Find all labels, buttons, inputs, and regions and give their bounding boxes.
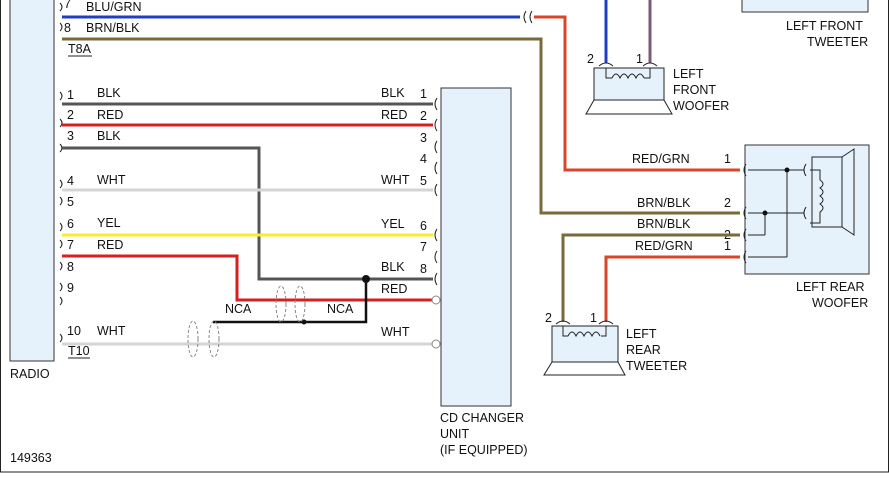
cd-pin-2-wire: RED — [381, 108, 407, 122]
rear-woofer-pin-2b-wire: BRN/BLK — [637, 217, 691, 231]
radio-pin-5-number: 5 — [67, 195, 74, 209]
cd-pin-5-wire: WHT — [381, 173, 410, 187]
radio-pin-3-wire: BLK — [97, 129, 121, 143]
cd-pin-1-wire: BLK — [381, 86, 405, 100]
cd-pin-3-number: 3 — [420, 131, 427, 145]
radio-top-pin-7-number: 7 — [64, 0, 71, 11]
radio-pin-1-wire: BLK — [97, 86, 121, 100]
cd-terminal-red — [431, 295, 441, 305]
left-rear-tweeter-label-line3: TWEETER — [626, 359, 687, 373]
cd-changer-pin-brackets — [434, 97, 438, 286]
left-rear-tweeter-pin-1: 1 — [590, 311, 597, 325]
cd-pin-1-number: 1 — [420, 87, 427, 101]
wire-brn-blk-radio — [62, 37, 740, 215]
radio-pin-8-number: 8 — [67, 260, 74, 274]
rear-woofer-pin-2a-wire: BRN/BLK — [637, 196, 691, 210]
inline-connector-blu — [523, 10, 533, 24]
cd-pin-6-number: 6 — [420, 219, 427, 233]
rear-woofer-pin-1b-wire: RED/GRN — [635, 239, 693, 253]
radio-top-pin-8-wire: BRN/BLK — [86, 21, 140, 35]
cd-pin-6-wire: YEL — [381, 217, 405, 231]
rear-woofer-splice-dot — [762, 210, 768, 216]
rear-woofer-pin-2a-number: 2 — [724, 196, 731, 210]
left-rear-woofer-internal — [743, 148, 855, 264]
cd-pin-5-number: 5 — [420, 174, 427, 188]
wire-brn-blk-tweeter — [561, 233, 740, 322]
left-rear-tweeter-pin-2: 2 — [545, 311, 552, 325]
wire-red-grn-woofer — [534, 15, 740, 172]
cd-changer-label-line2: UNIT — [440, 427, 470, 441]
left-front-tweeter-label-line1: LEFT FRONT — [786, 19, 863, 33]
left-rear-woofer-label-line1: LEFT REAR — [796, 280, 865, 294]
radio-pin-4-wire: WHT — [97, 173, 126, 187]
shield-ellipses — [187, 285, 306, 358]
nca-label-left: NCA — [225, 302, 252, 316]
cd-pin-4-number: 4 — [420, 152, 427, 166]
radio-pin-10-number: 10 — [67, 324, 81, 338]
radio-pin-2-wire: RED — [97, 108, 123, 122]
figure-id: 149363 — [10, 451, 52, 465]
cd-changer-label-line1: CD CHANGER — [440, 411, 524, 425]
radio-box — [9, 0, 55, 362]
cd-changer-label-line3: (IF EQUIPPED) — [440, 443, 528, 457]
radio-top-pin-8-number: 8 — [64, 21, 71, 35]
left-rear-tweeter-symbol — [543, 320, 626, 376]
radio-pin-7-wire: RED — [97, 238, 123, 252]
cd-pin-7-number: 7 — [420, 240, 427, 254]
cd-pin-2-number: 2 — [420, 109, 427, 123]
left-front-woofer-label-line3: WOOFER — [673, 99, 729, 113]
radio-pin-brackets — [59, 2, 63, 343]
radio-pin-7-number: 7 — [67, 238, 74, 252]
radio-pin-3-number: 3 — [67, 129, 74, 143]
left-front-woofer-pin-1: 1 — [636, 52, 643, 66]
radio-pin-9-number: 9 — [67, 281, 74, 295]
cd-changer-box — [440, 87, 512, 407]
cd-terminal-wht — [431, 339, 441, 349]
splice-dot-nca — [301, 319, 307, 325]
wire-red-pin7 — [62, 254, 432, 302]
left-front-woofer-label-line2: FRONT — [673, 83, 716, 97]
rear-woofer-pin-1a-wire: RED/GRN — [632, 152, 690, 166]
left-rear-woofer-label-line2: WOOFER — [812, 296, 868, 310]
radio-label: RADIO — [10, 367, 50, 381]
radio-connector-t8a: T8A — [68, 42, 92, 56]
rear-woofer-pin-1a-number: 1 — [724, 152, 731, 166]
cd-pin-8-wire: BLK — [381, 260, 405, 274]
radio-top-pin-7-wire: BLU/GRN — [86, 0, 142, 14]
splice-dot-cd — [362, 275, 370, 283]
rear-woofer-splice-dot-2 — [784, 167, 790, 173]
radio-pin-1-number: 1 — [67, 88, 74, 102]
radio-connector-t10: T10 — [68, 344, 90, 358]
left-front-woofer-symbol — [585, 62, 673, 115]
radio-pin-6-wire: YEL — [97, 216, 121, 230]
wire-nca-shield — [213, 279, 368, 324]
radio-pin-4-number: 4 — [67, 174, 74, 188]
radio-pin-6-number: 6 — [67, 217, 74, 231]
left-front-tweeter-label-line2: TWEETER — [807, 35, 868, 49]
left-front-woofer-label-line1: LEFT — [673, 67, 704, 81]
left-front-woofer-pin-2: 2 — [587, 52, 594, 66]
cd-wire-red: RED — [381, 282, 407, 296]
rear-woofer-pin-1b-number: 1 — [724, 239, 731, 253]
cd-pin-8-number: 8 — [420, 262, 427, 276]
left-rear-tweeter-label-line2: REAR — [626, 343, 661, 357]
nca-label-right: NCA — [327, 302, 354, 316]
cd-wire-wht: WHT — [381, 325, 410, 339]
left-rear-tweeter-label-line1: LEFT — [626, 327, 657, 341]
wire-red-grn-tweeter — [604, 255, 740, 322]
left-front-tweeter-box — [741, 0, 869, 13]
wire-blk-pin3 — [62, 146, 433, 281]
radio-pin-2-number: 2 — [67, 108, 74, 122]
radio-pin-10-wire: WHT — [97, 324, 126, 338]
